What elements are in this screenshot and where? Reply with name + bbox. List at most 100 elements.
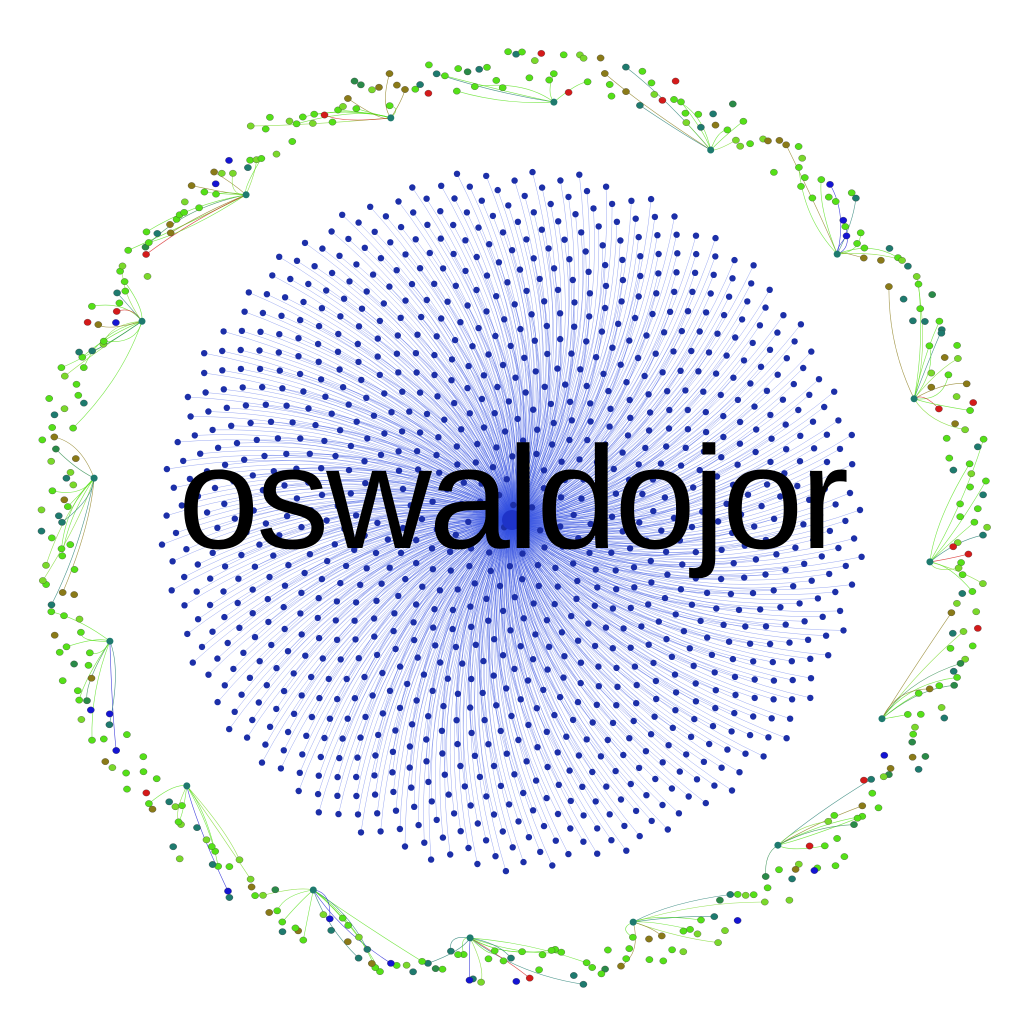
inner-node xyxy=(197,450,204,457)
inner-node xyxy=(441,771,448,778)
inner-node xyxy=(594,825,601,832)
outer-edge xyxy=(888,286,915,399)
inner-edge xyxy=(469,186,525,521)
inner-node xyxy=(816,511,824,519)
inner-node xyxy=(375,731,382,739)
inner-node xyxy=(832,588,839,596)
inner-node xyxy=(333,598,341,605)
inner-node xyxy=(568,612,575,620)
inner-node xyxy=(580,476,587,483)
inner-node xyxy=(418,515,426,523)
outer-node xyxy=(638,67,647,75)
inner-node xyxy=(654,232,661,239)
inner-node xyxy=(489,464,497,471)
inner-node xyxy=(499,828,506,835)
inner-node xyxy=(562,381,569,388)
outer-node xyxy=(425,61,433,69)
inner-node xyxy=(262,401,269,408)
outer-hub-node xyxy=(242,191,250,199)
inner-node xyxy=(436,587,444,594)
inner-node xyxy=(467,603,474,610)
inner-node xyxy=(181,573,188,581)
outer-node xyxy=(825,193,833,201)
outer-node xyxy=(925,685,934,693)
outer-node xyxy=(714,939,722,946)
inner-node xyxy=(836,607,844,615)
inner-edge xyxy=(184,512,513,578)
inner-node xyxy=(770,587,777,594)
inner-node xyxy=(637,272,644,280)
inner-node xyxy=(490,672,497,679)
outer-edge xyxy=(52,477,95,493)
inner-node xyxy=(352,636,359,643)
inner-edge xyxy=(511,519,844,631)
inner-edge xyxy=(184,517,513,606)
inner-node xyxy=(187,519,195,526)
inner-node xyxy=(617,796,625,803)
inner-node xyxy=(355,219,362,226)
inner-node xyxy=(412,350,420,357)
inner-node xyxy=(681,500,688,507)
inner-node xyxy=(502,867,510,875)
outer-node xyxy=(785,896,794,904)
inner-node xyxy=(408,721,416,728)
inner-node xyxy=(390,627,397,635)
outer-node xyxy=(824,818,833,825)
inner-edge xyxy=(192,519,513,663)
inner-node xyxy=(209,426,216,434)
outer-node xyxy=(525,74,534,82)
inner-node xyxy=(308,713,316,721)
inner-node xyxy=(495,491,503,499)
outer-node xyxy=(475,65,483,73)
inner-node xyxy=(750,713,757,720)
inner-node xyxy=(592,798,599,805)
inner-node xyxy=(411,636,418,644)
inner-edge xyxy=(172,507,513,562)
inner-edge xyxy=(166,459,513,521)
outer-node xyxy=(693,930,702,938)
inner-node xyxy=(271,500,278,507)
inner-node xyxy=(585,620,592,627)
inner-node xyxy=(523,758,530,765)
outer-node xyxy=(299,113,307,121)
outer-node xyxy=(808,194,817,202)
inner-node xyxy=(777,604,784,611)
outer-node xyxy=(775,866,783,874)
inner-node xyxy=(370,412,378,419)
outer-node xyxy=(438,965,447,973)
inner-node xyxy=(835,473,843,481)
outer-edge xyxy=(777,821,829,846)
inner-node xyxy=(846,489,854,497)
outer-node xyxy=(229,169,237,177)
inner-node xyxy=(810,445,818,452)
outer-node xyxy=(251,892,259,899)
inner-node xyxy=(353,773,360,781)
outer-node xyxy=(48,534,56,542)
inner-node xyxy=(663,635,670,643)
inner-edge xyxy=(470,519,513,841)
inner-node xyxy=(734,396,742,404)
inner-node xyxy=(337,313,344,320)
inner-node xyxy=(259,486,267,494)
inner-edge xyxy=(454,198,520,521)
inner-node xyxy=(520,531,527,538)
inner-node xyxy=(221,682,228,689)
inner-edge xyxy=(209,518,513,606)
outer-node xyxy=(658,932,666,940)
inner-edge xyxy=(404,519,513,847)
inner-node xyxy=(318,305,326,312)
inner-node xyxy=(684,406,691,414)
inner-node xyxy=(592,354,600,361)
inner-node xyxy=(443,486,451,493)
inner-node xyxy=(205,408,212,415)
inner-node xyxy=(598,328,606,335)
inner-node xyxy=(668,653,676,660)
inner-node xyxy=(436,469,443,476)
outer-node xyxy=(604,946,612,954)
inner-node xyxy=(538,184,546,191)
outer-node xyxy=(622,88,630,95)
inner-node xyxy=(534,561,542,569)
inner-node xyxy=(336,252,343,259)
outer-node xyxy=(967,470,976,478)
inner-node xyxy=(729,481,737,488)
